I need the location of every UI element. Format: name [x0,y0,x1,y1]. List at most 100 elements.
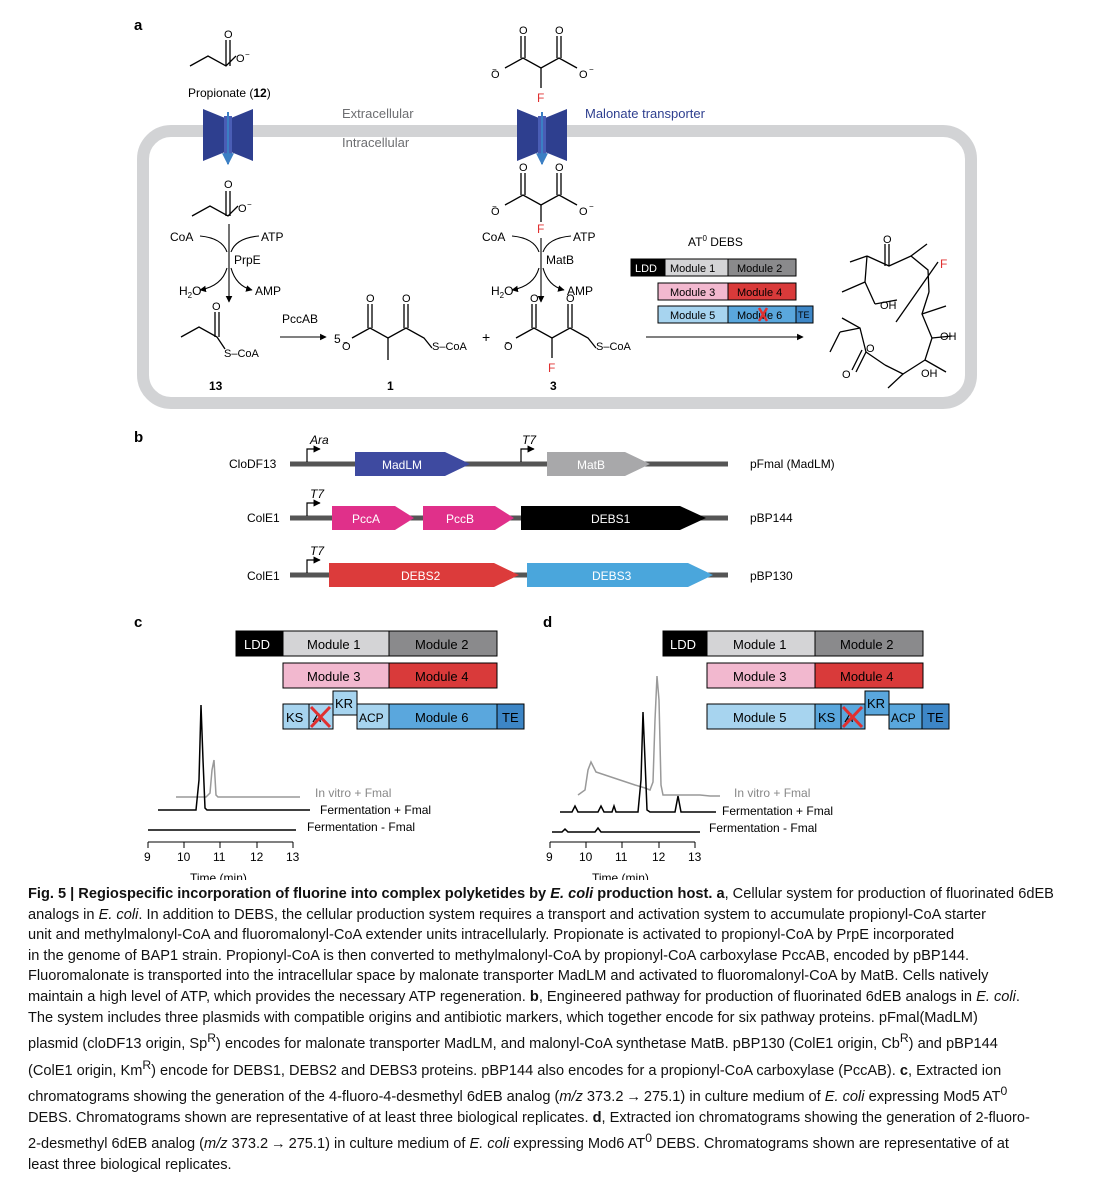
svg-text:DEBS2: DEBS2 [401,569,441,583]
svg-text:A: A [312,710,322,725]
svg-text:O: O [491,69,500,81]
svg-text:ACP: ACP [359,711,384,725]
svg-text:OH: OH [880,300,897,312]
svg-text:ATP: ATP [573,230,595,244]
trace-c-invitro [176,759,300,798]
svg-text:In vitro + Fmal: In vitro + Fmal [315,786,391,800]
panel-label-b: b [134,429,143,446]
svg-text:KS: KS [818,710,836,725]
svg-text:ATP: ATP [261,230,283,244]
prpe-enzyme: PrpE [234,253,261,267]
intracellular-label: Intracellular [342,135,410,150]
svg-text:ColE1: ColE1 [247,569,280,583]
svg-text:LDD: LDD [635,263,657,275]
fluoro-6deb-structure [829,243,953,389]
svg-text:O: O [491,206,500,218]
compound-1: 1 [387,379,394,393]
svg-text:Module 4: Module 4 [840,669,893,684]
malonate-transporter-label: Malonate transporter [585,106,706,121]
svg-text:12: 12 [652,850,666,864]
svg-text:Module 1: Module 1 [307,637,360,652]
fluoromalonate-inside-structure [504,173,578,222]
propionyl-coa-structure [180,312,226,350]
svg-text:10: 10 [579,850,593,864]
svg-text:Module 4: Module 4 [737,287,782,299]
trace-d-invitro [577,675,720,797]
svg-text:Ara: Ara [309,433,329,447]
svg-text:OH: OH [940,331,957,343]
svg-text:PccB: PccB [446,512,474,526]
figure-caption: Fig. 5 | Regiospecific incorporation of … [28,886,1054,1173]
malonate-transporter-icon [517,109,567,166]
svg-text:O: O [212,301,221,313]
svg-text:T7: T7 [310,544,325,558]
svg-text:O: O [519,162,528,174]
svg-text:O: O [555,25,564,37]
svg-text:O: O [238,203,247,215]
svg-text:11: 11 [213,850,226,864]
svg-text:O: O [579,69,588,81]
svg-text:9: 9 [144,850,151,864]
plasmid-pbp144: ColE1 T7 PccA PccB DEBS1 pBP144 [247,487,793,530]
svg-text:Fermentation - Fmal: Fermentation - Fmal [709,821,817,835]
methylmalonyl-coa-structure [351,304,433,360]
svg-text:Module 6: Module 6 [737,310,782,322]
matb-reaction [511,235,572,303]
svg-text:13: 13 [286,850,300,864]
chromatogram-c: In vitro + Fmal Fermentation + Fmal Ferm… [144,704,431,880]
svg-text:F: F [537,222,544,236]
debs-modules-d: LDD Module 1 Module 2 Module 3 Module 4 … [662,630,950,730]
propionate-label: Propionate (12) [188,86,271,100]
svg-text:O: O [366,293,375,305]
svg-text:O: O [504,341,513,353]
svg-text:Module 1: Module 1 [733,637,786,652]
svg-text:DEBS1: DEBS1 [591,512,631,526]
svg-text:AMP: AMP [255,284,281,298]
svg-text:LDD: LDD [244,637,270,652]
fluoromalonyl-coa-structure [515,304,597,358]
propionate-inside-structure [191,191,239,217]
svg-text:O: O [224,179,233,191]
svg-text:O: O [402,293,411,305]
knockout-x-icon [757,307,769,322]
svg-text:Module 1: Module 1 [670,263,715,275]
figure-5: a Extracellular Intracellular Malonate t… [134,17,977,880]
at0-debs-label: AT0 DEBS [688,234,743,249]
svg-text:Module 5: Module 5 [670,310,715,322]
svg-text:−: − [343,338,348,347]
propionate-transporter-icon [203,109,253,166]
svg-text:−: − [247,200,252,209]
svg-text:TE: TE [502,710,519,725]
svg-text:O: O [866,343,875,355]
svg-text:Module 3: Module 3 [670,287,715,299]
svg-text:Module 3: Module 3 [733,669,786,684]
knockout-x-icon [309,705,332,729]
svg-text:−: − [492,65,497,74]
svg-text:T7: T7 [522,433,537,447]
svg-text:O: O [579,206,588,218]
matb-enzyme: MatB [546,253,574,267]
svg-text:O: O [842,369,851,381]
trace-c-ferm-plus [158,704,310,811]
svg-text:O: O [236,53,245,65]
svg-text:O: O [519,25,528,37]
svg-text:−: − [505,338,510,347]
svg-text:O: O [530,293,539,305]
svg-text:F: F [940,257,947,271]
svg-text:T7: T7 [310,487,325,501]
svg-text:KS: KS [286,710,304,725]
svg-text:CloDF13: CloDF13 [229,457,277,471]
extracellular-label: Extracellular [342,106,414,121]
svg-text:5: 5 [334,332,341,346]
svg-text:KR: KR [867,696,885,711]
svg-text:Fermentation + Fmal: Fermentation + Fmal [320,803,431,817]
svg-text:−: − [589,202,594,211]
svg-text:MatB: MatB [577,458,605,472]
svg-text:O: O [566,293,575,305]
plasmid-pfmal: CloDF13 Ara MadLM T7 MatB pFmal (MadLM) [229,433,835,476]
pccab-enzyme: PccAB [282,312,318,326]
plasmid-pbp130: ColE1 T7 DEBS2 DEBS3 pBP130 [247,544,793,587]
svg-text:CoA: CoA [170,230,193,244]
svg-text:F: F [537,91,544,105]
svg-text:PccA: PccA [352,512,380,526]
